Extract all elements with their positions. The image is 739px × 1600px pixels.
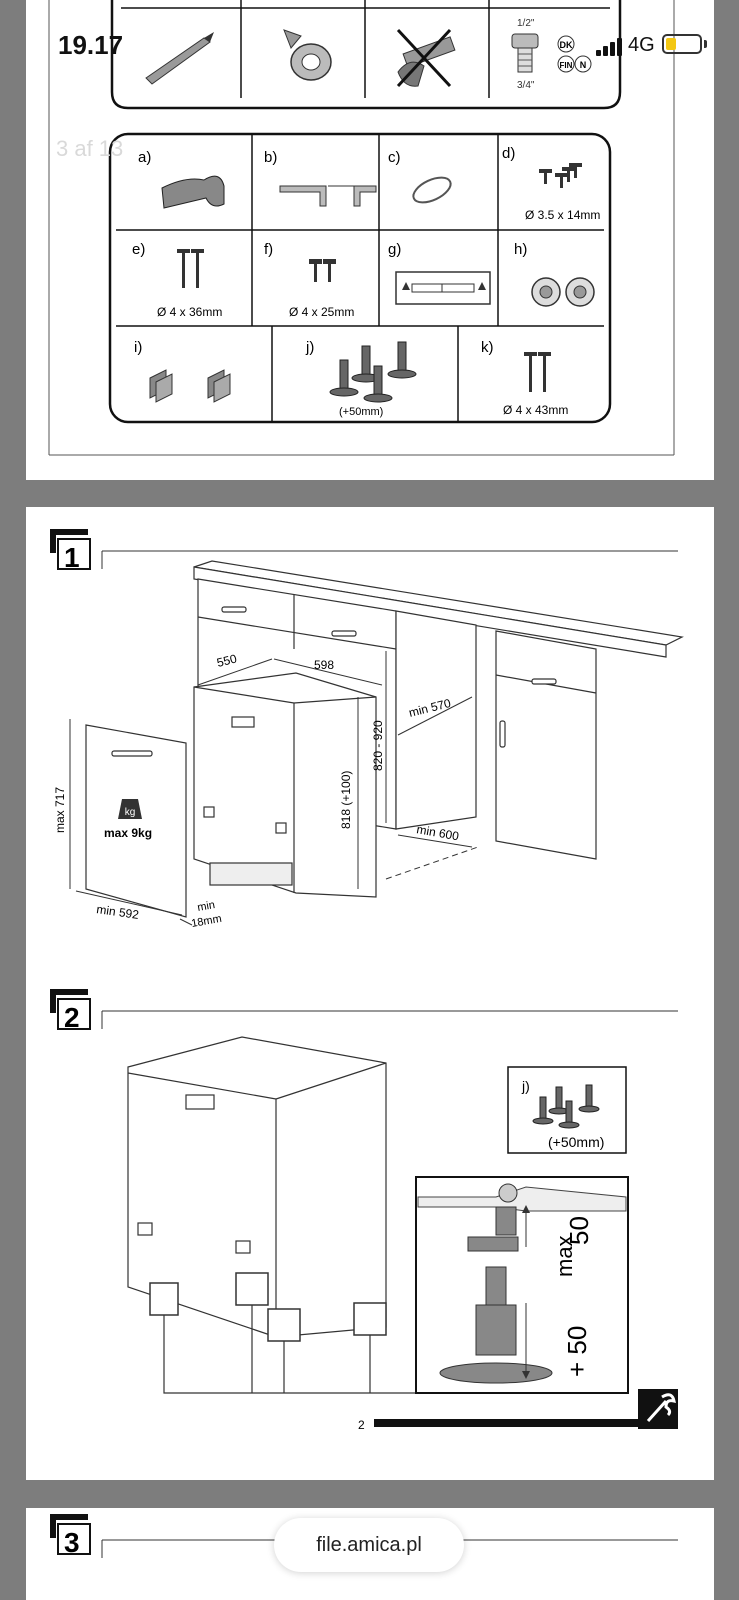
part-f-caption: Ø 4 x 25mm [289,305,354,319]
dim-598: 598 [314,658,334,672]
wrench-icon [638,1389,678,1429]
foot-max-value: 50 [564,1216,594,1245]
installation-strip-icon [395,271,491,305]
part-f-letter: f) [264,241,273,258]
adhesive-pads-icon [149,369,231,403]
dishwasher-step-2 [127,1036,626,1394]
caps-icon [531,277,595,307]
hose-clip-icon [412,176,452,204]
installation-diagram: 1 [50,529,684,1432]
part-j-letter: j) [305,339,314,356]
no-drill-icon [396,28,456,88]
dishwasher-body [193,672,377,898]
adjustable-feet-icon [329,341,417,403]
screws-43-icon [524,352,551,392]
part-e-letter: e) [132,241,145,258]
country-badge-fin: FIN [560,61,573,70]
hose-fitting-icon: 1/2" 3/4" [511,18,539,91]
foot-max-label: max [552,1235,577,1277]
foot-detail: max 50 + 50 [415,1176,629,1394]
part-b-letter: b) [264,149,277,166]
url-bar[interactable]: file.amica.pl [274,1518,464,1572]
foil-strip-icon [161,175,225,209]
foot-plus-label: + 50 [562,1326,592,1377]
document-page-parts: 1/2" 3/4" DK FIN N a) b [26,0,714,480]
part-c-letter: c) [388,149,401,166]
pencil-icon [145,32,214,85]
feet-inset: j) (+50mm) [507,1066,627,1154]
step-3-number: 3 [64,1527,80,1558]
part-g-letter: g) [388,241,401,258]
parts-diagram: 1/2" 3/4" DK FIN N a) b [48,0,675,456]
part-d-letter: d) [502,145,515,162]
screws-small-icon [539,163,582,188]
inset-caption: (+50mm) [548,1134,604,1150]
part-k-letter: k) [481,339,494,356]
part-h-letter: h) [514,241,527,258]
part-i-letter: i) [134,339,142,356]
max-weight-label: max 9kg [104,826,152,840]
part-d-caption: Ø 3.5 x 14mm [525,208,600,222]
dim-820-920: 820 - 920 [371,720,385,771]
dim-min-592: min 592 [96,902,141,922]
weight-kg-label: kg [125,807,136,818]
hose-size-top: 1/2" [517,18,535,29]
step-1-number: 1 [64,542,80,573]
screws-long-icon [177,249,204,288]
dim-550: 550 [215,651,238,670]
country-badge-n: N [580,60,587,70]
dim-max-717: max 717 [53,787,67,833]
dimension-lines [69,651,479,926]
weight-icon: kg [118,799,142,819]
screws-medium-icon [309,259,336,282]
part-e-caption: Ø 4 x 36mm [157,305,222,319]
hose-size-bottom: 3/4" [517,80,535,91]
country-badges: DK FIN N [557,35,592,73]
country-badge-dk: DK [560,40,573,50]
document-page-steps: 1 [26,507,714,1480]
page-indicator: 3 af 13 [56,136,124,161]
dim-818: 818 (+100) [339,771,353,829]
inset-letter: j) [521,1078,530,1094]
step-1-header: 1 [50,529,678,573]
dim-min-600: min 600 [415,822,460,843]
dim-min-18-top: min [196,899,216,914]
part-j-caption: (+50mm) [339,406,383,418]
part-k-caption: Ø 4 x 43mm [503,403,568,417]
page-number: 2 [358,1418,365,1432]
step-2-header: 2 [50,989,678,1033]
door-panel [85,724,187,918]
part-a-letter: a) [138,149,151,166]
mounting-bracket-icon [279,185,377,207]
step-2-number: 2 [64,1002,80,1033]
dim-min-18-bottom: 18mm [190,913,222,930]
tape-icon [283,29,332,81]
